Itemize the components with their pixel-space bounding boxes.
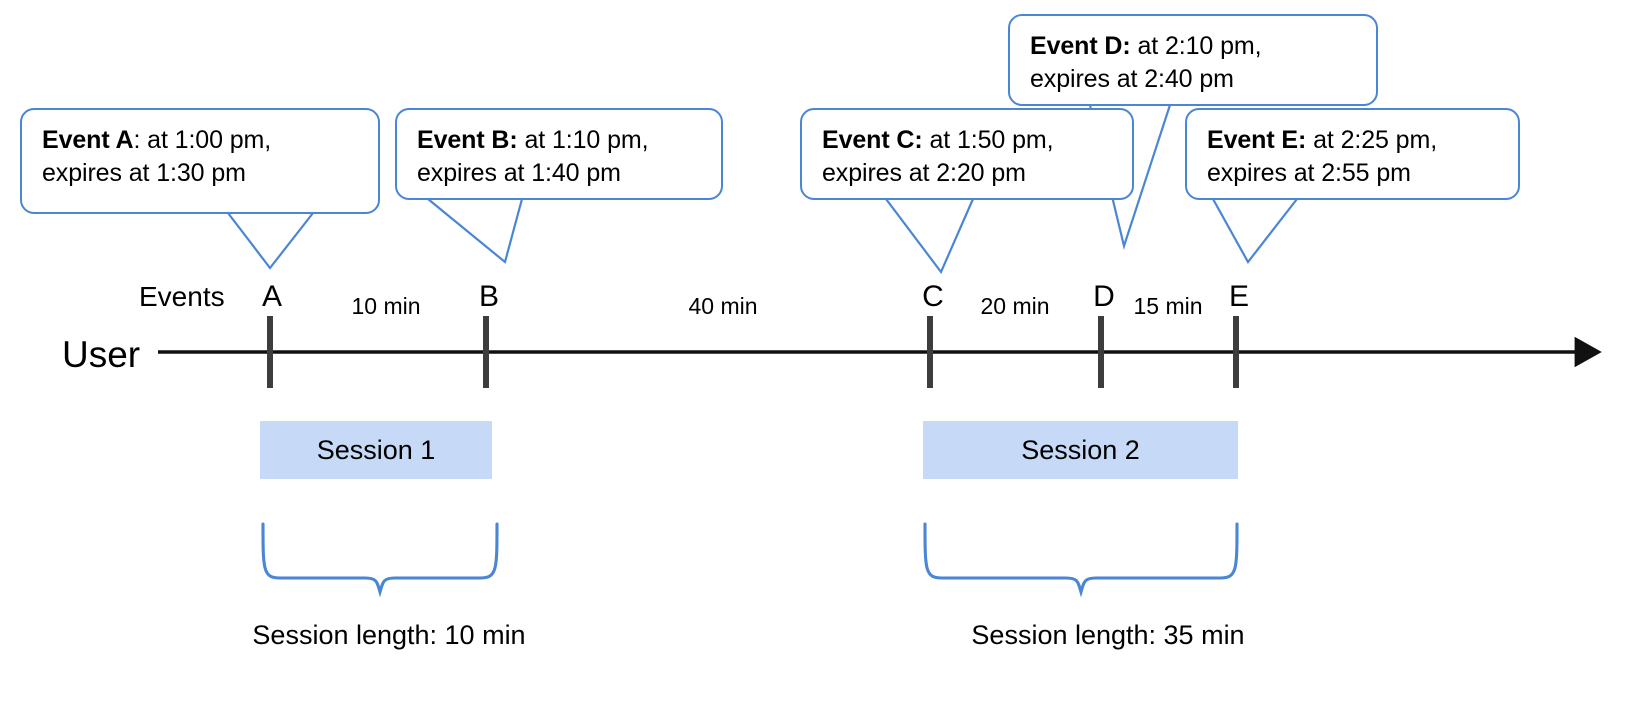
event-letter-a: A (261, 280, 283, 313)
callout-event-c: Event C: at 1:50 pm, expires at 2:20 pm (800, 108, 1134, 200)
callout-event-a-separator: : (133, 126, 141, 154)
gap-label-b-c: 40 min (688, 293, 758, 319)
callout-event-d-line1: at 2:10 pm, (1130, 32, 1262, 60)
gap-label-a-b: 10 min (351, 293, 421, 319)
callout-event-d-title: Event D (1030, 32, 1123, 60)
callout-event-a-title: Event A (42, 126, 134, 154)
callout-event-b-line2: expires at 1:40 pm (417, 158, 621, 187)
callout-event-b-title: Event B (417, 126, 510, 154)
callout-tail-c (885, 198, 975, 275)
callout-tail-e (1212, 198, 1298, 264)
callout-event-d-line2: expires at 2:40 pm (1030, 64, 1234, 93)
session-box-2: Session 2 (923, 421, 1238, 479)
callout-event-c-line1: at 1:50 pm, (922, 126, 1054, 154)
event-letter-e: E (1228, 280, 1250, 313)
session-length-1: Session length: 10 min (252, 620, 526, 650)
callout-event-e-line2: expires at 2:55 pm (1207, 158, 1411, 187)
callout-event-b-separator: : (509, 126, 518, 154)
callout-event-b-line1: at 1:10 pm, (517, 126, 649, 154)
callout-event-e-title: Event E (1207, 126, 1298, 154)
session-box-2-label: Session 2 (1021, 434, 1140, 465)
axis-label-events: Events (139, 281, 225, 312)
session-box-1: Session 1 (260, 421, 492, 479)
gap-label-d-e: 15 min (1133, 293, 1203, 319)
event-letter-b: B (478, 280, 500, 313)
brace-session-2 (923, 522, 1239, 598)
axis-label-user: User (62, 334, 141, 375)
callout-event-c-title: Event C (822, 126, 915, 154)
callout-event-d-separator: : (1122, 32, 1131, 60)
callout-event-a-line2: expires at 1:30 pm (42, 158, 246, 187)
callout-event-c-line2: expires at 2:20 pm (822, 158, 1026, 187)
gap-label-c-d: 20 min (980, 293, 1050, 319)
callout-event-a: Event A: at 1:00 pm, expires at 1:30 pm (20, 108, 380, 214)
session-box-1-label: Session 1 (316, 434, 436, 465)
callout-tail-a (227, 212, 314, 270)
callout-event-a-line1: at 1:00 pm, (140, 126, 272, 154)
callout-event-c-separator: : (914, 126, 923, 154)
event-letter-c: C (922, 280, 944, 313)
event-letter-d: D (1093, 280, 1115, 313)
callout-event-e-line1: at 2:25 pm, (1306, 126, 1438, 154)
callout-event-b: Event B: at 1:10 pm, expires at 1:40 pm (395, 108, 723, 200)
session-length-2: Session length: 35 min (971, 620, 1245, 650)
callout-tail-b (427, 198, 524, 264)
callout-event-d: Event D: at 2:10 pm, expires at 2:40 pm (1008, 14, 1378, 106)
callout-event-e-separator: : (1298, 126, 1307, 154)
brace-session-1 (261, 522, 499, 598)
callout-event-e: Event E: at 2:25 pm, expires at 2:55 pm (1185, 108, 1520, 200)
